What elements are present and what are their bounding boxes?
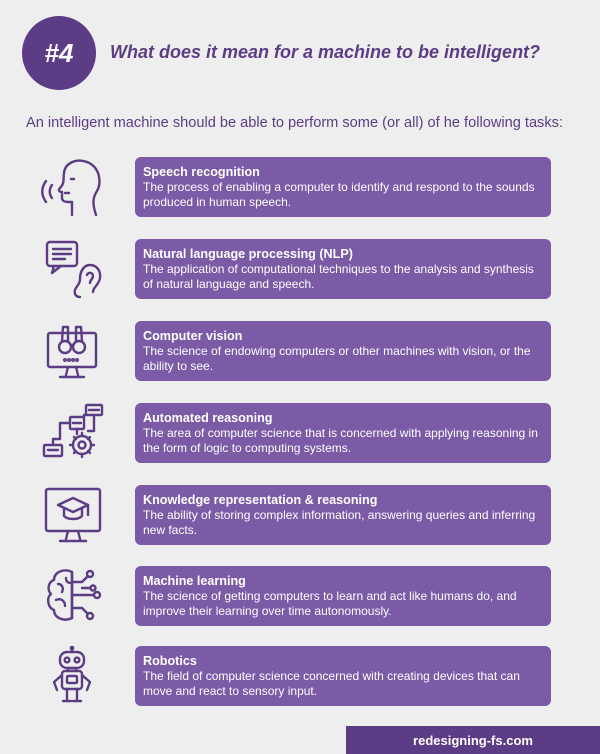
robot-icon — [38, 646, 106, 706]
task-title: Automated reasoning — [143, 411, 273, 425]
task-card: Natural language processing (NLP) The ap… — [135, 239, 551, 299]
task-card: Speech recognition The process of enabli… — [135, 157, 551, 217]
task-row-speech-recognition: Speech recognition The process of enabli… — [0, 157, 600, 217]
task-row-knowledge-representation: Knowledge representation & reasoning The… — [0, 485, 600, 545]
intro-text: An intelligent machine should be able to… — [26, 115, 564, 131]
task-card: Knowledge representation & reasoning The… — [135, 485, 551, 545]
task-row-nlp: Natural language processing (NLP) The ap… — [0, 239, 600, 299]
brain-circuit-icon — [38, 566, 106, 626]
task-description: The ability of storing complex informati… — [143, 508, 536, 537]
task-card: Machine learning The science of getting … — [135, 566, 551, 626]
task-description: The process of enabling a computer to id… — [143, 180, 535, 209]
number-badge: #4 — [22, 16, 96, 90]
task-description: The science of getting computers to lear… — [143, 589, 517, 618]
task-row-automated-reasoning: Automated reasoning The area of computer… — [0, 403, 600, 463]
task-description: The field of computer science concerned … — [143, 669, 520, 698]
task-row-machine-learning: Machine learning The science of getting … — [0, 566, 600, 626]
task-title: Knowledge representation & reasoning — [143, 493, 378, 507]
task-description: The application of computational techniq… — [143, 262, 534, 291]
task-title: Machine learning — [143, 574, 246, 588]
page-title: What does it mean for a machine to be in… — [110, 42, 541, 62]
gear-flowchart-icon — [38, 403, 106, 463]
task-title: Natural language processing (NLP) — [143, 247, 353, 261]
task-title: Speech recognition — [143, 165, 260, 179]
footer-website-link[interactable]: redesigning-fs.com — [346, 726, 600, 754]
chat-ear-icon — [38, 239, 106, 299]
task-row-computer-vision: Computer vision The science of endowing … — [0, 321, 600, 381]
task-row-robotics: Robotics The field of computer science c… — [0, 646, 600, 706]
task-title: Computer vision — [143, 329, 243, 343]
task-card: Computer vision The science of endowing … — [135, 321, 551, 381]
task-description: The science of endowing computers or oth… — [143, 344, 531, 373]
task-card: Robotics The field of computer science c… — [135, 646, 551, 706]
speaking-head-icon — [38, 157, 106, 217]
task-description: The area of computer science that is con… — [143, 426, 538, 455]
task-card: Automated reasoning The area of computer… — [135, 403, 551, 463]
task-title: Robotics — [143, 654, 197, 668]
monitor-binoculars-icon — [38, 321, 106, 381]
monitor-graduation-cap-icon — [38, 485, 106, 545]
